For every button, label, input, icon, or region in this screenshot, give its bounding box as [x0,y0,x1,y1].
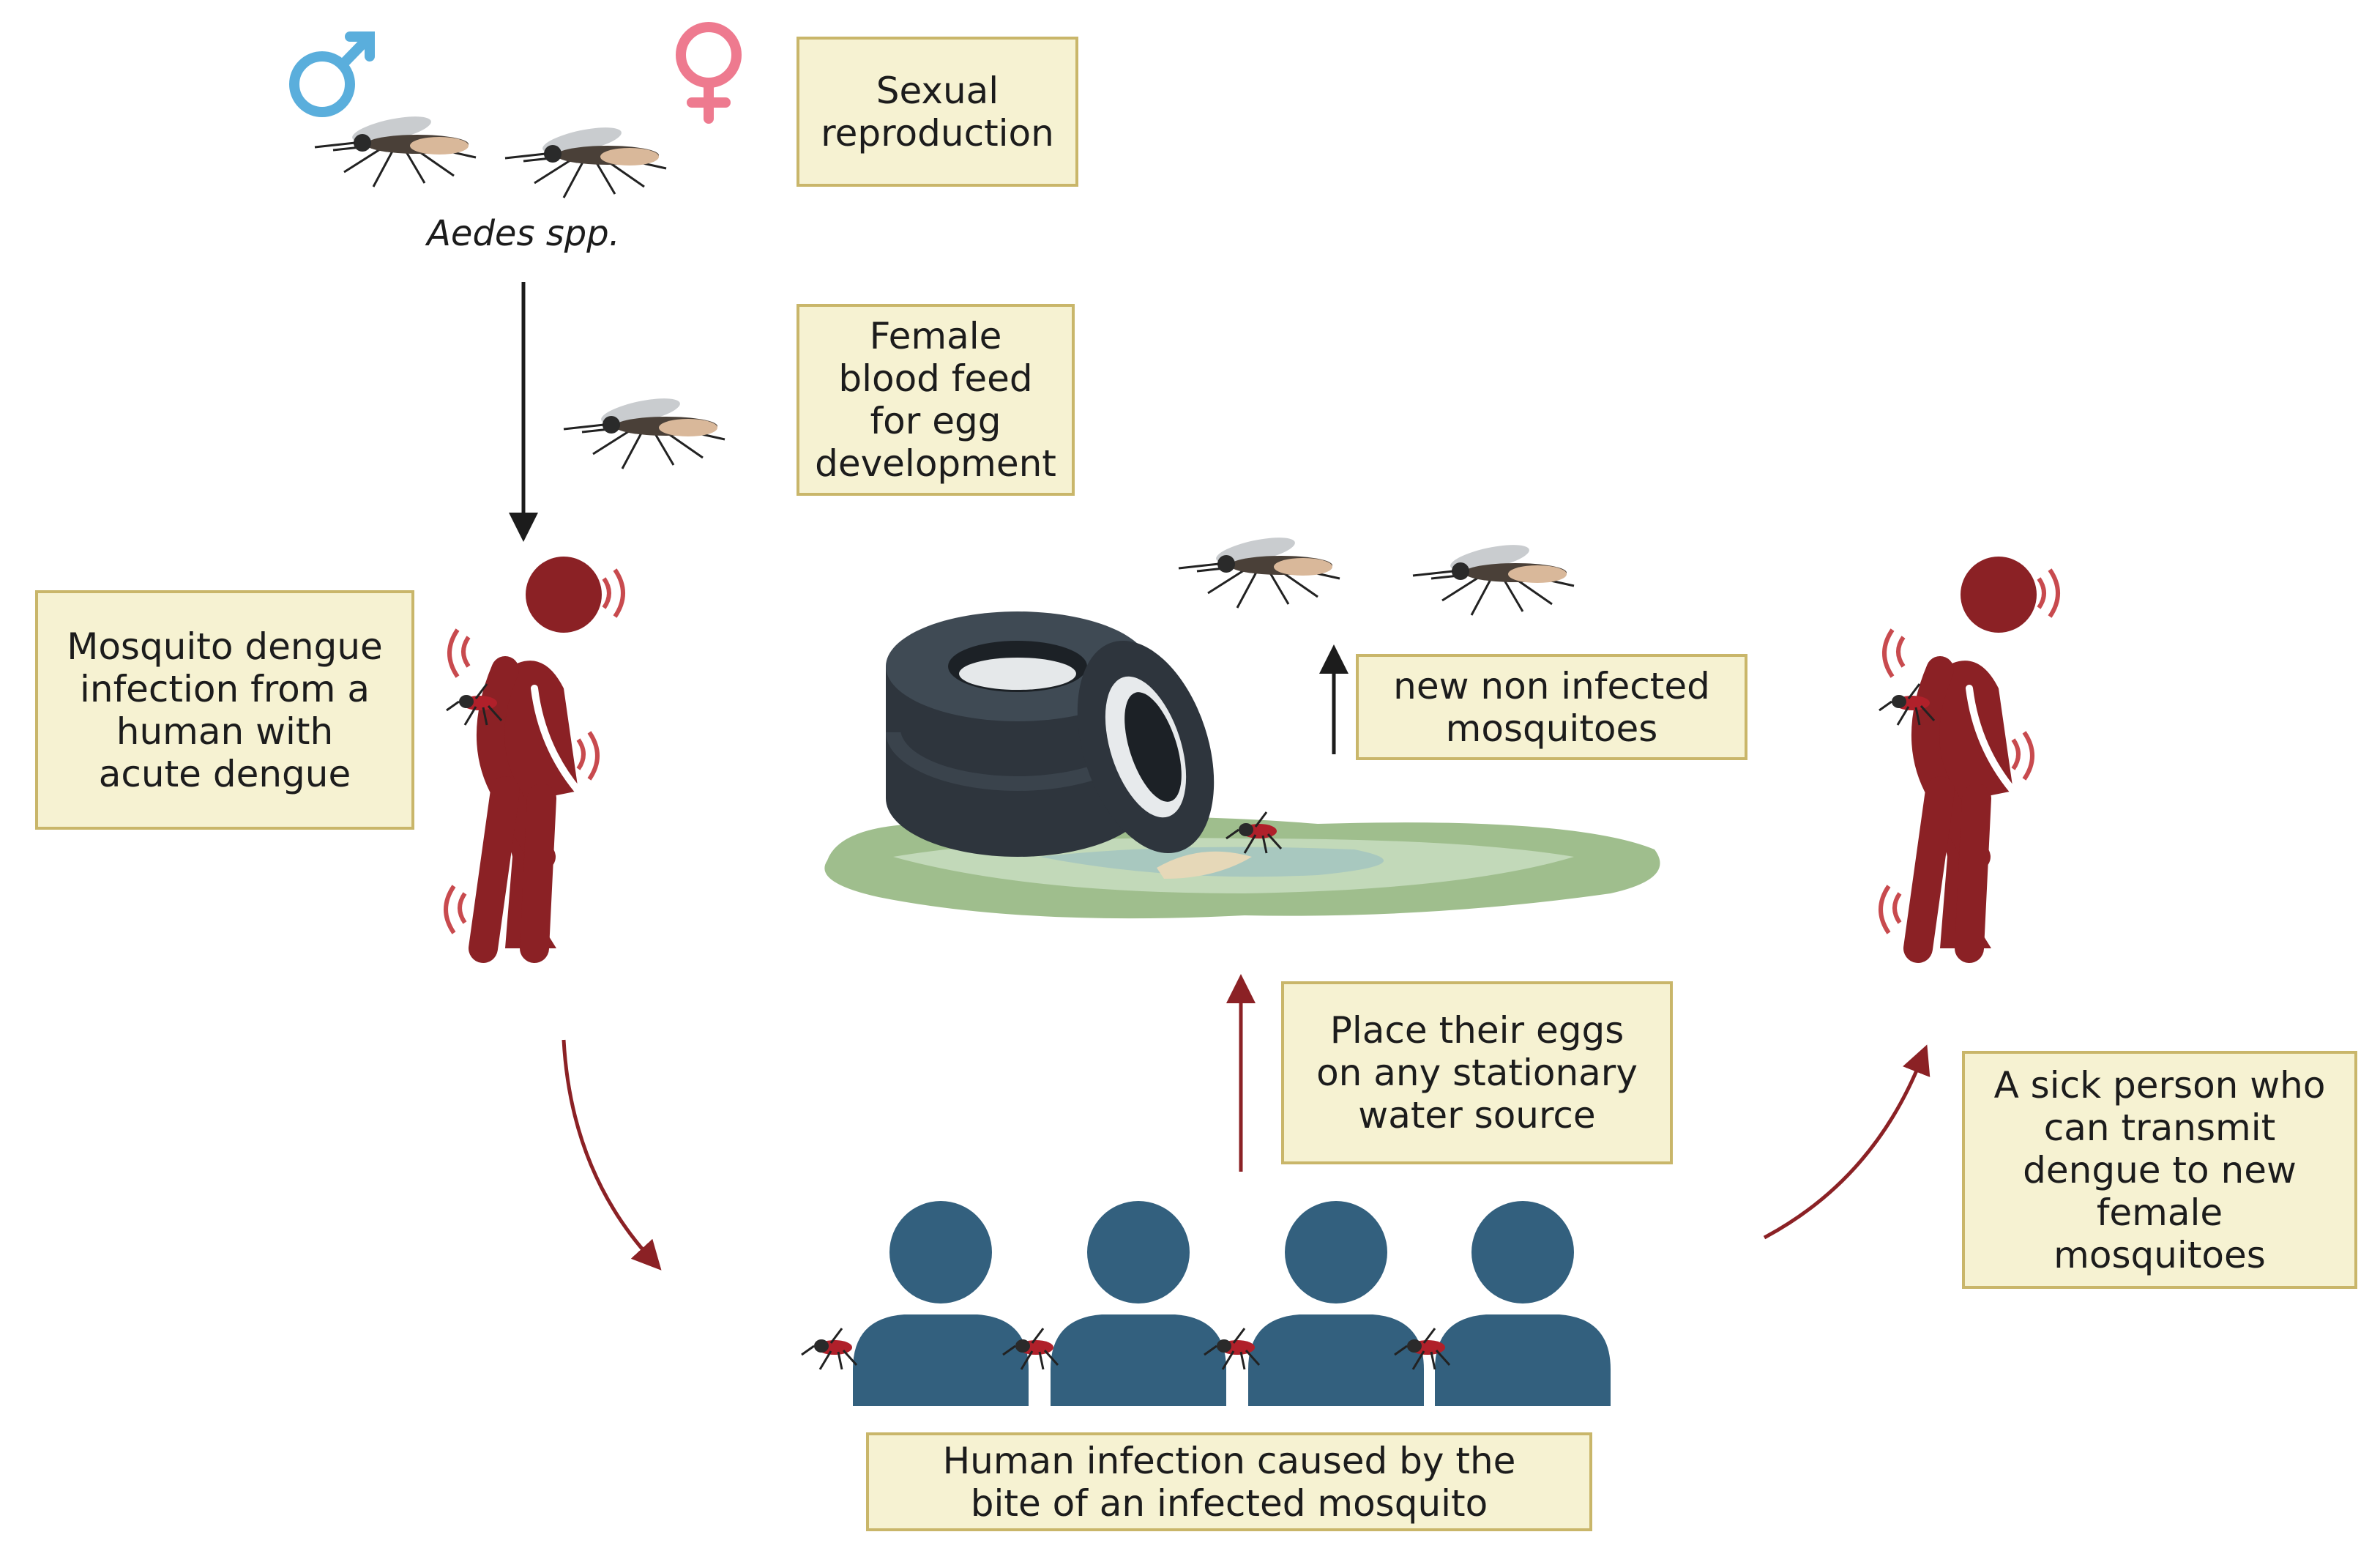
box-female-blood-feed: Female blood feed for egg development [797,304,1075,496]
box-human-infection-text: Human infection caused by the bite of an… [942,1439,1516,1525]
box-new-non-infected: new non infected mosquitoes [1356,654,1747,760]
box-place-eggs-text: Place their eggs on any stationary water… [1316,1009,1638,1137]
person-icon [1248,1201,1424,1406]
arrow-to-sick-person [1763,1044,1931,1240]
sick-person-icon [446,557,623,948]
mosquito-icon [800,1327,858,1371]
person-icon [853,1201,1029,1406]
mosquito-icon [313,110,477,188]
box-sexual-reproduction: Sexual reproduction [797,37,1078,187]
box-mosquito-infection: Mosquito dengue infection from a human w… [35,590,414,830]
person-icon [1435,1201,1611,1406]
mosquito-icon [562,392,726,470]
box-human-infection: Human infection caused by the bite of an… [866,1432,1592,1531]
box-female-blood-feed-text: Female blood feed for egg development [815,315,1056,485]
female-symbol-icon [676,22,742,124]
box-sick-person-text: A sick person who can transmit dengue to… [1993,1063,2326,1276]
box-sick-person: A sick person who can transmit dengue to… [1962,1051,2357,1289]
mosquito-icon [1411,538,1575,617]
tire-stack-icon [886,611,1252,879]
person-icon [1051,1201,1226,1406]
mosquito-icon [1177,531,1341,609]
box-sexual-reproduction-text: Sexual reproduction [821,69,1054,155]
box-new-non-infected-text: new non infected mosquitoes [1393,664,1710,750]
arrow-to-infected-humans [562,1039,662,1271]
box-mosquito-infection-text: Mosquito dengue infection from a human w… [67,625,383,795]
male-symbol-icon [289,31,375,117]
sick-person-icon [1881,557,2058,948]
species-label: Aedes spp. [425,213,620,254]
box-place-eggs: Place their eggs on any stationary water… [1281,981,1673,1164]
mosquito-icon [504,121,668,199]
